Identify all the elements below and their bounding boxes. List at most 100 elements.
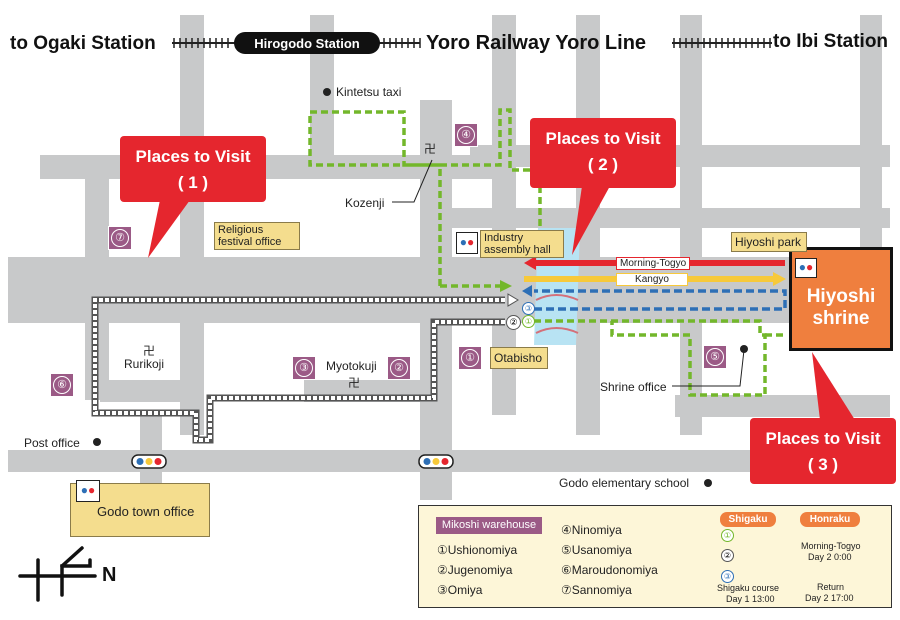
route-kangyo-arrow	[773, 272, 786, 286]
station-name: Hirogodo Station	[254, 35, 360, 51]
kangyo-label: Kangyo	[616, 273, 688, 286]
route-shigaku-1-arrow	[500, 280, 512, 292]
route-3-start-marker: ③	[522, 302, 535, 315]
route-morning-togyo-arrow	[524, 256, 536, 270]
callout-1-tail	[148, 200, 190, 258]
post-office-dot	[93, 438, 101, 446]
callout-3-number: ( 3 )	[807, 455, 839, 474]
legend-morning-togyo: Morning-Togyo	[801, 541, 861, 551]
restroom-icon: ●●	[795, 258, 817, 278]
legend-item-2: ②Jugenomiya	[437, 563, 513, 577]
road-h5	[675, 395, 890, 417]
warehouse-2: ②	[387, 356, 411, 380]
legend-item-6: ⑥Maroudonomiya	[561, 563, 658, 577]
callout-1-number: ( 1 )	[177, 173, 209, 192]
warehouse-3: ③	[292, 356, 316, 380]
myotokuji-label: Myotokuji	[326, 359, 377, 373]
right-destination: to Ibi Station	[773, 31, 889, 52]
kintetsu-taxi-dot	[323, 88, 331, 96]
traffic-light-2	[418, 454, 454, 469]
places-to-visit-1: Places to Visit ( 1 )	[120, 136, 266, 202]
rail-ties	[173, 38, 771, 48]
morning-togyo-label: Morning-Togyo	[616, 257, 691, 270]
bridge-2	[535, 327, 579, 334]
road-v7	[860, 15, 882, 260]
callout-2-title: Places to Visit	[545, 129, 661, 148]
legend-shigaku-marker-3: ③	[721, 570, 734, 583]
industry-hall-restroom-icon: ●●	[456, 232, 478, 254]
route-2-start-marker: ②	[506, 315, 521, 330]
rurikoji-temple-icon: 卍	[143, 344, 156, 358]
warehouse-6-label: ⑥	[53, 376, 71, 394]
bridges	[535, 294, 579, 334]
myotokuji-temple-icon: 卍	[348, 376, 361, 390]
legend-shigaku-date: Day 1 13:00	[726, 594, 775, 604]
legend-return: Return	[817, 582, 845, 592]
traffic-light-1	[131, 454, 167, 469]
legend-return-date: Day 2 17:00	[805, 593, 854, 603]
shrine-office-label: Shrine office	[600, 380, 667, 394]
warehouse-1-label: ①	[461, 349, 479, 367]
route-shigaku-2	[93, 298, 505, 442]
road-h3	[430, 208, 890, 228]
road-h7	[100, 380, 190, 402]
legend-title: Mikoshi warehouse	[436, 517, 542, 534]
shrine-office-dot	[740, 345, 748, 353]
callout-3-title: Places to Visit	[765, 429, 881, 448]
legend-shigaku-course: Shigaku course	[717, 583, 780, 593]
compass-north-label: N	[102, 564, 117, 586]
industry-assembly-hall: Industry assembly hall	[480, 230, 564, 258]
legend-morning-date: Day 2 0:00	[808, 552, 852, 562]
godo-school-dot	[704, 479, 712, 487]
road-h1	[40, 155, 500, 179]
legend-shigaku-marker-2: ②	[721, 549, 734, 562]
warehouse-5: ⑤	[703, 345, 727, 369]
places-to-visit-2: Places to Visit ( 2 )	[530, 118, 676, 188]
warehouse-3-label: ③	[295, 359, 313, 377]
warehouse-7-label: ⑦	[111, 229, 129, 247]
kozenji-leader	[392, 159, 433, 203]
rurikoji-label: Rurikoji	[124, 357, 165, 371]
places-to-visit-3: Places to Visit ( 3 )	[750, 418, 896, 484]
route-shigaku-3-arrow	[522, 285, 532, 297]
warehouse-2-label: ②	[390, 359, 408, 377]
warehouse-1: ①	[458, 346, 482, 370]
shrine-office-leader	[672, 349, 745, 387]
otabisho: Otabisho	[490, 347, 548, 369]
legend-shigaku-header: Shigaku	[720, 512, 776, 527]
bridge-1	[535, 294, 579, 301]
callout-2-tail	[572, 186, 610, 255]
legend-item-4: ④Ninomiya	[561, 523, 622, 537]
callout-1-title: Places to Visit	[135, 147, 251, 166]
left-destination: to Ogaki Station	[10, 33, 156, 54]
hiyoshi-park: Hiyoshi park	[731, 232, 807, 252]
legend-item-7: ⑦Sannomiya	[561, 583, 632, 597]
kozenji-label: Kozenji	[345, 196, 385, 210]
leader-lines	[392, 159, 745, 387]
hiyoshi-shrine-label: Hiyoshi shrine	[806, 286, 876, 329]
warehouse-4: ④	[454, 123, 478, 147]
compass-icon	[18, 546, 97, 602]
warehouse-6: ⑥	[50, 373, 74, 397]
callout-3-tail	[812, 352, 855, 420]
legend-item-3: ③Omiya	[437, 583, 483, 597]
route-1-start-marker: ①	[522, 315, 535, 328]
kozenji-temple-icon: 卍	[424, 142, 437, 156]
route-shigaku-3	[534, 289, 787, 311]
railway-name: Yoro Railway Yoro Line	[426, 32, 647, 54]
godo-elementary-school-label: Godo elementary school	[559, 476, 690, 490]
station-badge: Hirogodo Station	[234, 32, 380, 54]
post-office-label: Post office	[24, 436, 80, 450]
warehouse-5-label: ⑤	[706, 348, 724, 366]
legend-item-1: ①Ushionomiya	[437, 543, 518, 557]
route-shigaku-2-arrow	[507, 293, 519, 307]
warehouse-7: ⑦	[108, 226, 132, 250]
legend-item-5: ⑤Usanomiya	[561, 543, 632, 557]
kintetsu-taxi-label: Kintetsu taxi	[336, 85, 402, 99]
callout-2-number: ( 2 )	[587, 155, 619, 174]
town-office-restroom-icon: ●●	[76, 480, 100, 502]
religious-festival-office: Religious festival office	[214, 222, 300, 250]
legend-honraku-header: Honraku	[800, 512, 860, 527]
